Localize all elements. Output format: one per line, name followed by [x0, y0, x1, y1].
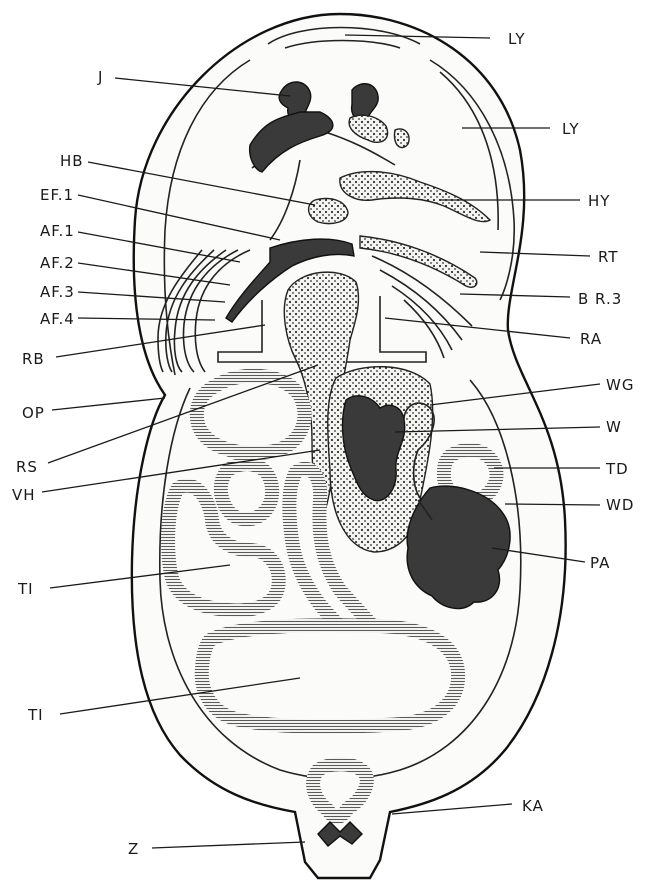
label-wd: WD — [606, 496, 634, 514]
label-wg: WG — [606, 376, 634, 394]
label-ly-top: LY — [508, 30, 526, 48]
label-hy: HY — [588, 192, 610, 210]
intestine-loop-bottom — [202, 625, 458, 727]
label-ef1: EF.1 — [40, 186, 74, 204]
intestine-loop-top-left — [197, 376, 305, 453]
label-op: OP — [22, 404, 45, 422]
label-br3: B R.3 — [578, 290, 622, 308]
label-af2: AF.2 — [40, 254, 75, 272]
pancreas-pa — [407, 486, 510, 608]
label-af4: AF.4 — [40, 310, 75, 328]
label-ti-left: TI — [17, 580, 34, 598]
hyoid-stipple-2 — [394, 129, 409, 148]
label-hb: HB — [60, 152, 84, 170]
label-af1: AF.1 — [40, 222, 75, 240]
label-ra: RA — [580, 330, 602, 348]
label-w: W — [606, 418, 622, 436]
label-td: TD — [605, 460, 629, 478]
label-rb: RB — [22, 350, 45, 368]
label-rs: RS — [16, 458, 38, 476]
hyoid-bar — [309, 199, 348, 224]
label-rt: RT — [598, 248, 619, 266]
label-ka: KA — [522, 797, 544, 815]
intestine-loop-mid — [221, 464, 272, 519]
label-j: J — [97, 68, 103, 86]
label-af3: AF.3 — [40, 283, 75, 301]
label-vh: VH — [12, 486, 36, 504]
label-pa: PA — [590, 554, 610, 572]
label-ti-bottom: TI — [27, 706, 44, 724]
label-ly-right: LY — [562, 120, 580, 138]
label-z: Z — [128, 840, 139, 858]
